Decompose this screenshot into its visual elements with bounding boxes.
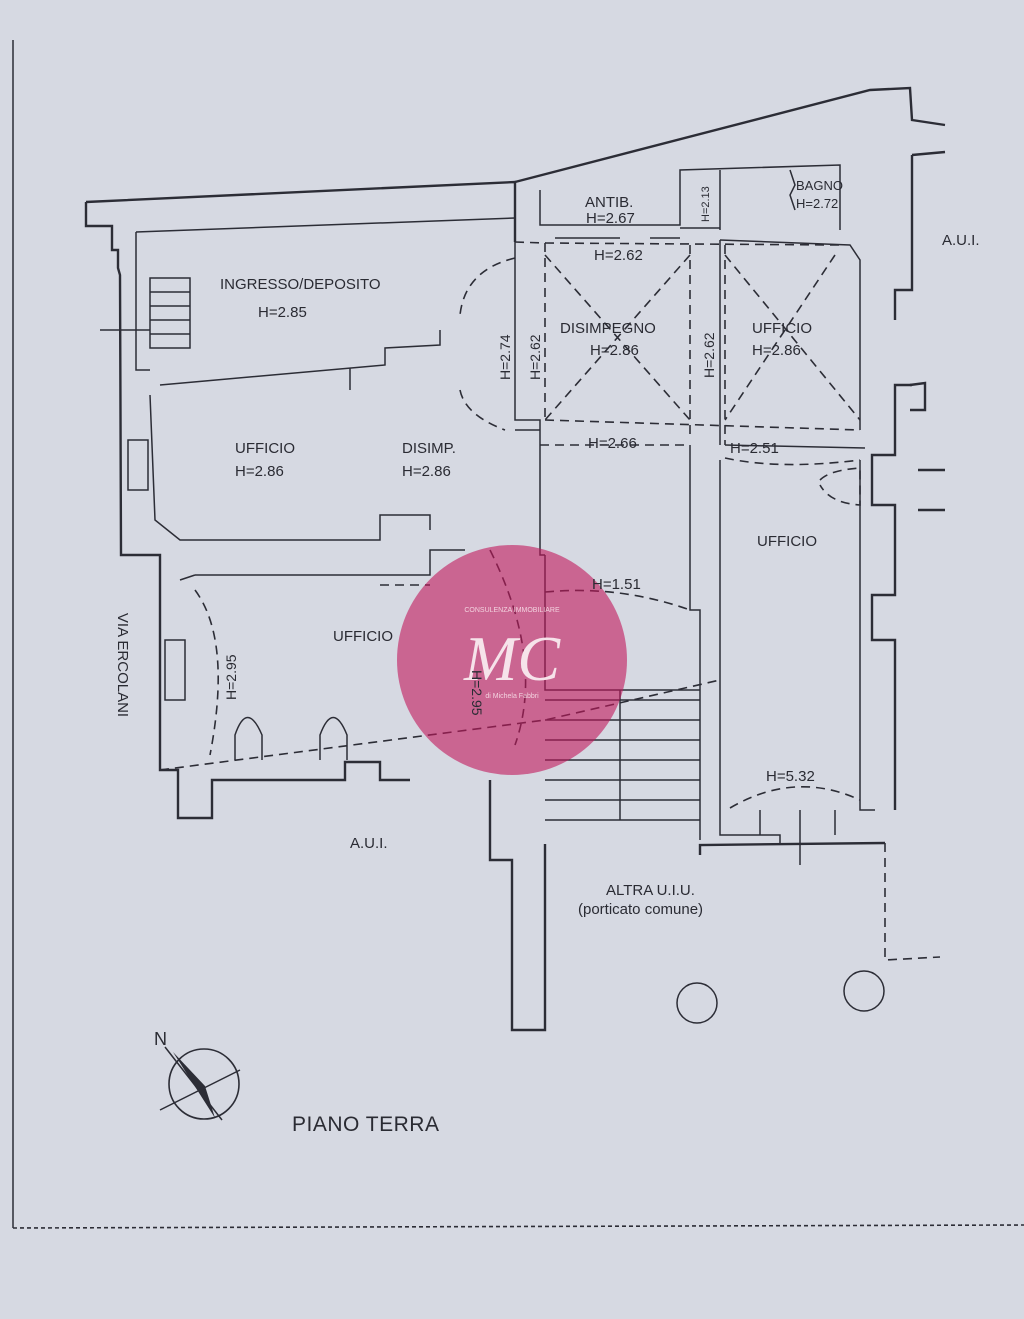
watermark-top-text: CONSULENZA IMMOBILIARE [464,607,560,614]
height-295-center: H=2.95 [469,670,485,716]
room-disimp-name: DISIMP. [402,440,456,457]
height-213: H=2.13 [700,186,712,222]
height-251: H=2.51 [730,440,779,457]
height-262-left: H=2.62 [527,334,543,380]
room-antib-height: H=2.67 [586,210,635,227]
room-ingresso-name: INGRESSO/DEPOSITO [220,276,381,293]
aui-south-label: A.U.I. [350,835,388,852]
height-266: H=2.66 [588,435,637,452]
height-262-mid: H=2.62 [701,332,717,378]
aui-east-label: A.U.I. [942,232,980,249]
room-ufficio-w-name: UFFICIO [235,440,295,457]
room-antib-name: ANTIB. [585,194,633,211]
watermark-monogram: MC [463,623,561,694]
room-ufficio-e-name: UFFICIO [757,533,817,550]
room-labels: INGRESSO/DEPOSITO H=2.85 ANTIB. H=2.67 H… [114,178,980,1136]
room-ufficio-ne-height: H=2.86 [752,342,801,359]
street-label: VIA ERCOLANI [114,613,131,717]
height-274: H=2.74 [497,334,513,380]
watermark-bottom-text: di Michela Fabbri [485,693,539,700]
room-disimpegno-height: H=2.86 [590,342,639,359]
plan-title: PIANO TERRA [292,1113,439,1136]
compass-n-label: N [154,1029,167,1049]
altra-uiu-line1: ALTRA U.I.U. [606,882,695,899]
height-262-top: H=2.62 [594,247,643,264]
room-ufficio-w-height: H=2.86 [235,463,284,480]
room-ufficio-sw-height: H=2.95 [223,654,239,700]
sheet-border-bottom [12,1224,1024,1229]
room-ingresso-height: H=2.85 [258,304,307,321]
north-arrow-icon: N [154,1029,241,1121]
height-151: H=1.51 [592,576,641,593]
altra-uiu-line2: (porticato comune) [578,901,703,918]
room-ufficio-sw-name: UFFICIO [333,628,393,645]
room-bagno-height: H=2.72 [796,196,838,211]
room-bagno-name: BAGNO [796,178,843,193]
room-disimp-height: H=2.86 [402,463,451,480]
watermark-logo: CONSULENZA IMMOBILIARE MC di Michela Fab… [397,545,627,775]
ufficio-e-height-label: H=5.32 [766,768,815,785]
room-ufficio-ne-name: UFFICIO [752,320,812,337]
room-disimpegno-name: DISIMPEGNO [560,320,656,337]
